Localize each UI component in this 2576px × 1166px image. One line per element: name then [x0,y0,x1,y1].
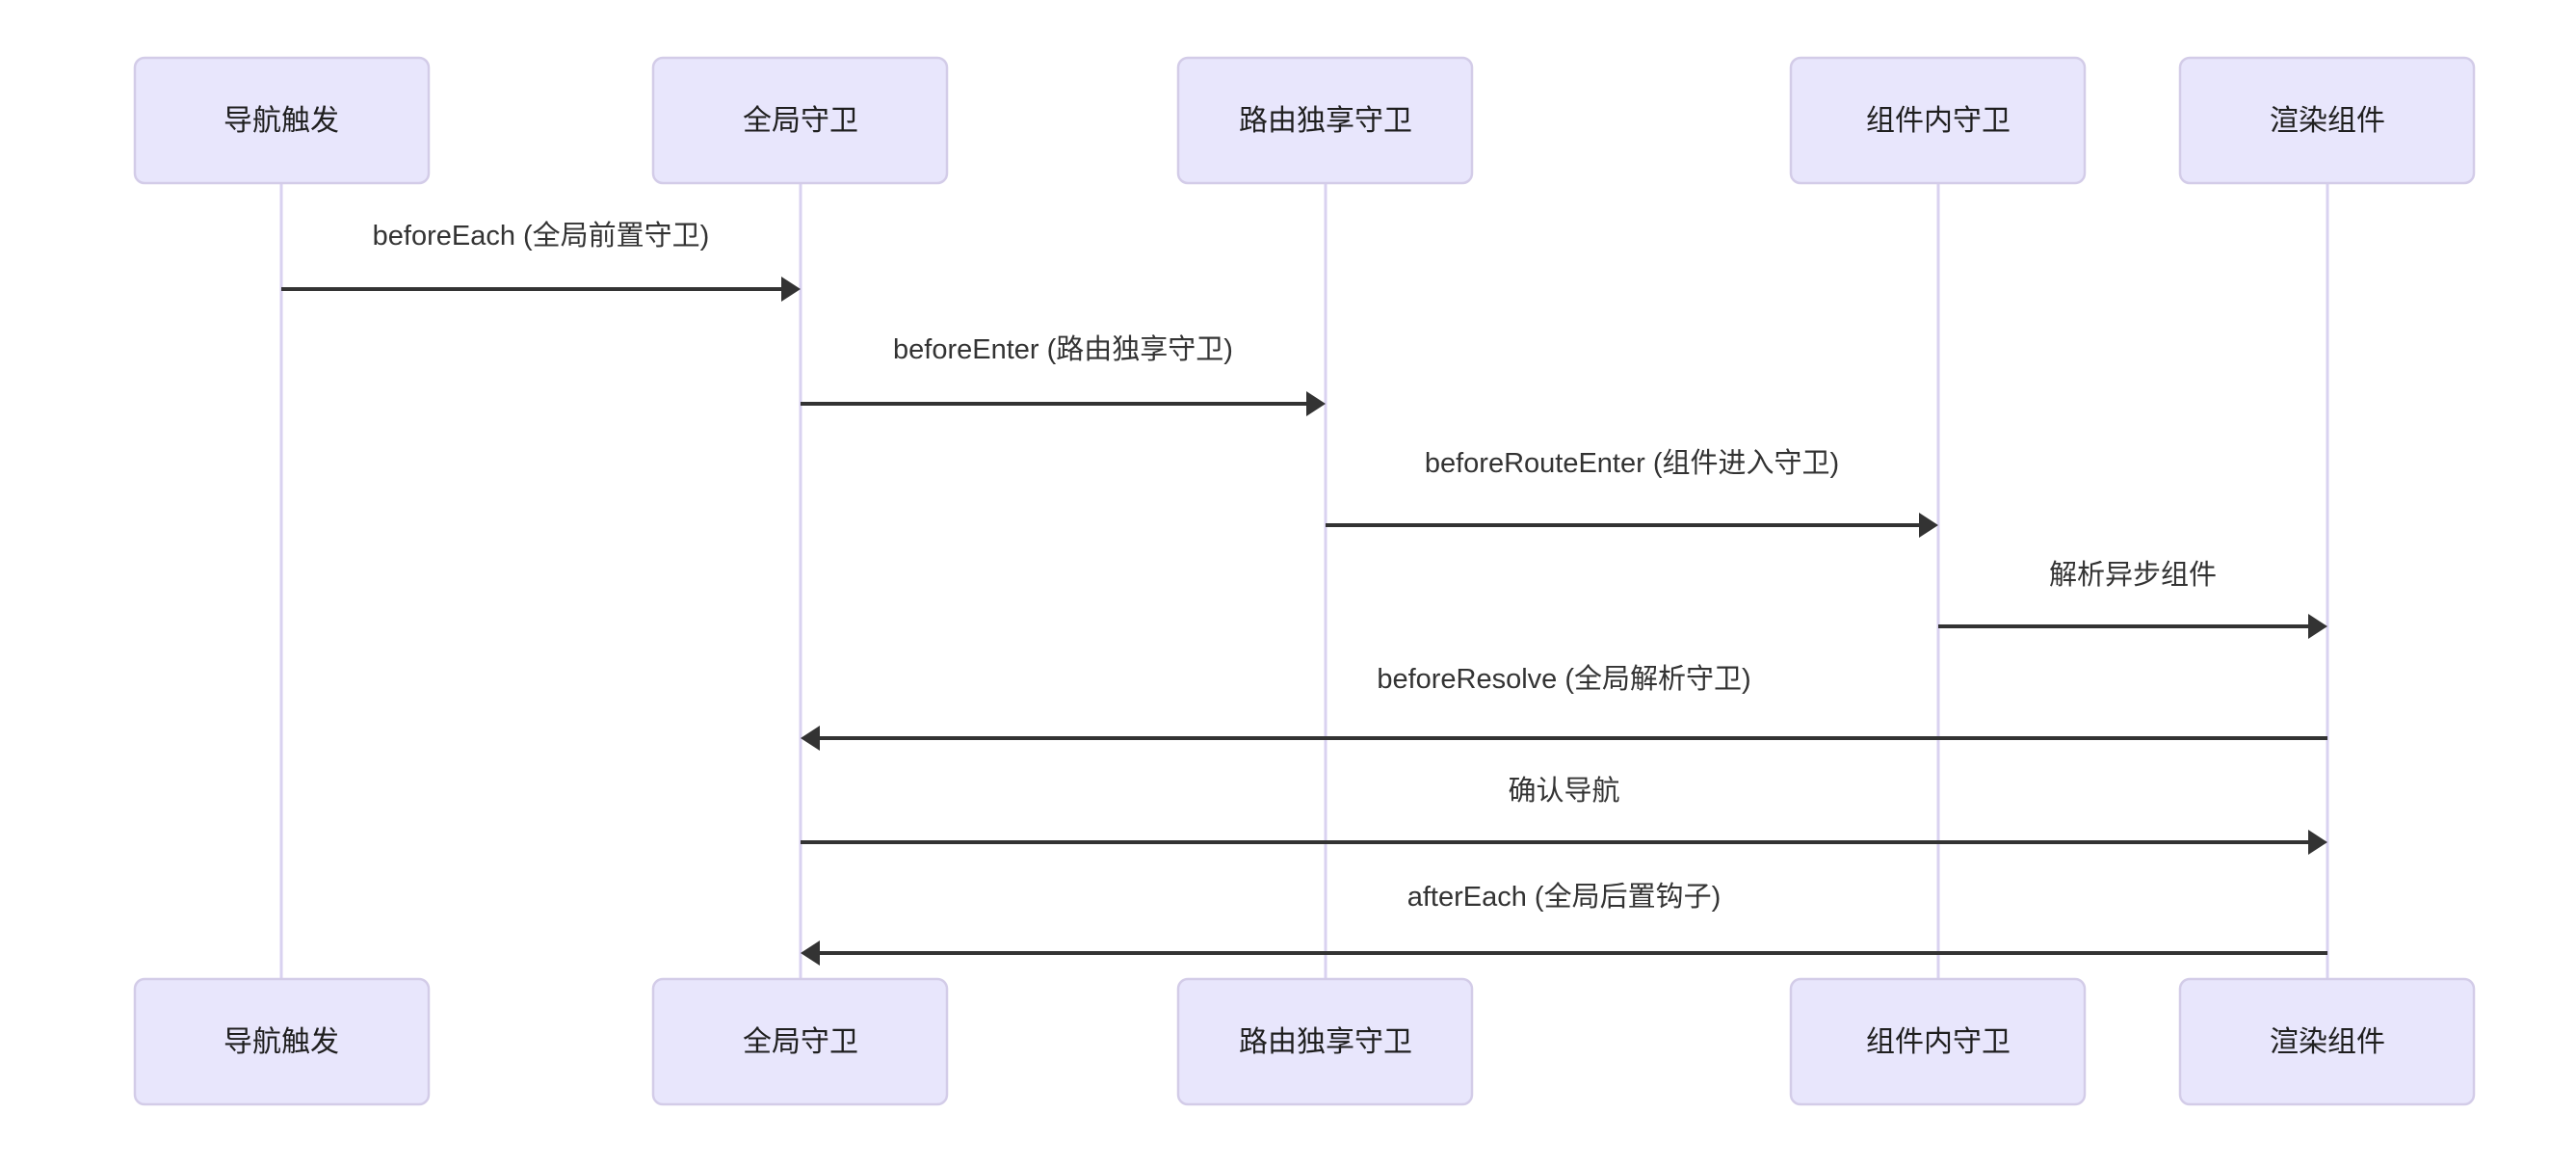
message-4-incomp-to-render: 解析异步组件 [1938,559,2327,639]
arrowhead-icon-1 [781,277,801,302]
arrowhead-icon-5 [801,726,820,751]
top-actor-boxes: 导航触发 全局守卫 路由独享守卫 组件内守卫 渲染组件 [133,56,2476,185]
actor-label-route: 路由独享守卫 [1239,105,1412,137]
actor-box-top-render[interactable]: 渲染组件 [2178,56,2476,185]
actor-label-render: 渲染组件 [2270,1026,2385,1058]
arrowhead-icon-4 [2308,614,2327,639]
message-2-global-to-route: beforeEnter (路由独享守卫) [801,333,1326,416]
actor-rect-route [1176,56,1474,185]
message-6-global-to-render: 确认导航 [801,775,2327,855]
arrowhead-icon-3 [1919,513,1938,538]
actor-rect-render [2178,56,2476,185]
actor-box-bottom-global[interactable]: 全局守卫 [651,977,949,1106]
actor-rect-global [651,977,949,1106]
actor-label-incomp: 组件内守卫 [1866,105,2011,137]
actor-box-bottom-route[interactable]: 路由独享守卫 [1176,977,1474,1106]
actor-box-bottom-render[interactable]: 渲染组件 [2178,977,2476,1106]
actor-box-bottom-nav[interactable]: 导航触发 [133,977,431,1106]
message-5-render-to-global: beforeResolve (全局解析守卫) [801,663,2327,751]
arrowhead-icon-6 [2308,830,2327,855]
actor-box-bottom-incomp[interactable]: 组件内守卫 [1789,977,2087,1106]
message-label-4: 解析异步组件 [2049,559,2217,591]
actor-rect-incomp [1789,56,2087,185]
actor-box-top-global[interactable]: 全局守卫 [651,56,949,185]
actor-rect-global [651,56,949,185]
actor-box-top-route[interactable]: 路由独享守卫 [1176,56,1474,185]
actor-box-top-incomp[interactable]: 组件内守卫 [1789,56,2087,185]
actor-label-render: 渲染组件 [2270,105,2385,137]
message-7-render-to-global: afterEach (全局后置钩子) [801,881,2327,966]
messages-group: beforeEach (全局前置守卫) beforeEnter (路由独享守卫) b… [281,220,2327,966]
actor-rect-incomp [1789,977,2087,1106]
message-label-6: 确认导航 [1508,775,1619,807]
message-label-5: beforeResolve (全局解析守卫) [1377,663,1750,695]
message-3-route-to-incomp: beforeRouteEnter (组件进入守卫) [1326,447,1938,538]
bottom-actor-boxes: 导航触发 全局守卫 路由独享守卫 组件内守卫 渲染组件 [133,977,2476,1106]
actor-box-top-nav[interactable]: 导航触发 [133,56,431,185]
message-label-2: beforeEnter (路由独享守卫) [893,333,1233,365]
message-1-nav-to-global: beforeEach (全局前置守卫) [281,220,801,302]
actor-label-global: 全局守卫 [743,105,858,137]
message-label-1: beforeEach (全局前置守卫) [373,220,710,252]
lifelines-group [279,183,2329,979]
actor-label-nav: 导航触发 [223,105,339,137]
actor-rect-nav [133,56,431,185]
message-label-3: beforeRouteEnter (组件进入守卫) [1425,447,1839,479]
actor-rect-route [1176,977,1474,1106]
actor-label-route: 路由独享守卫 [1239,1026,1412,1058]
actor-label-global: 全局守卫 [743,1026,858,1058]
actor-rect-nav [133,977,431,1106]
actor-label-incomp: 组件内守卫 [1866,1026,2011,1058]
arrowhead-icon-2 [1306,391,1326,416]
actor-rect-render [2178,977,2476,1106]
message-label-7: afterEach (全局后置钩子) [1407,881,1722,913]
actor-label-nav: 导航触发 [223,1026,339,1058]
arrowhead-icon-7 [801,941,820,966]
